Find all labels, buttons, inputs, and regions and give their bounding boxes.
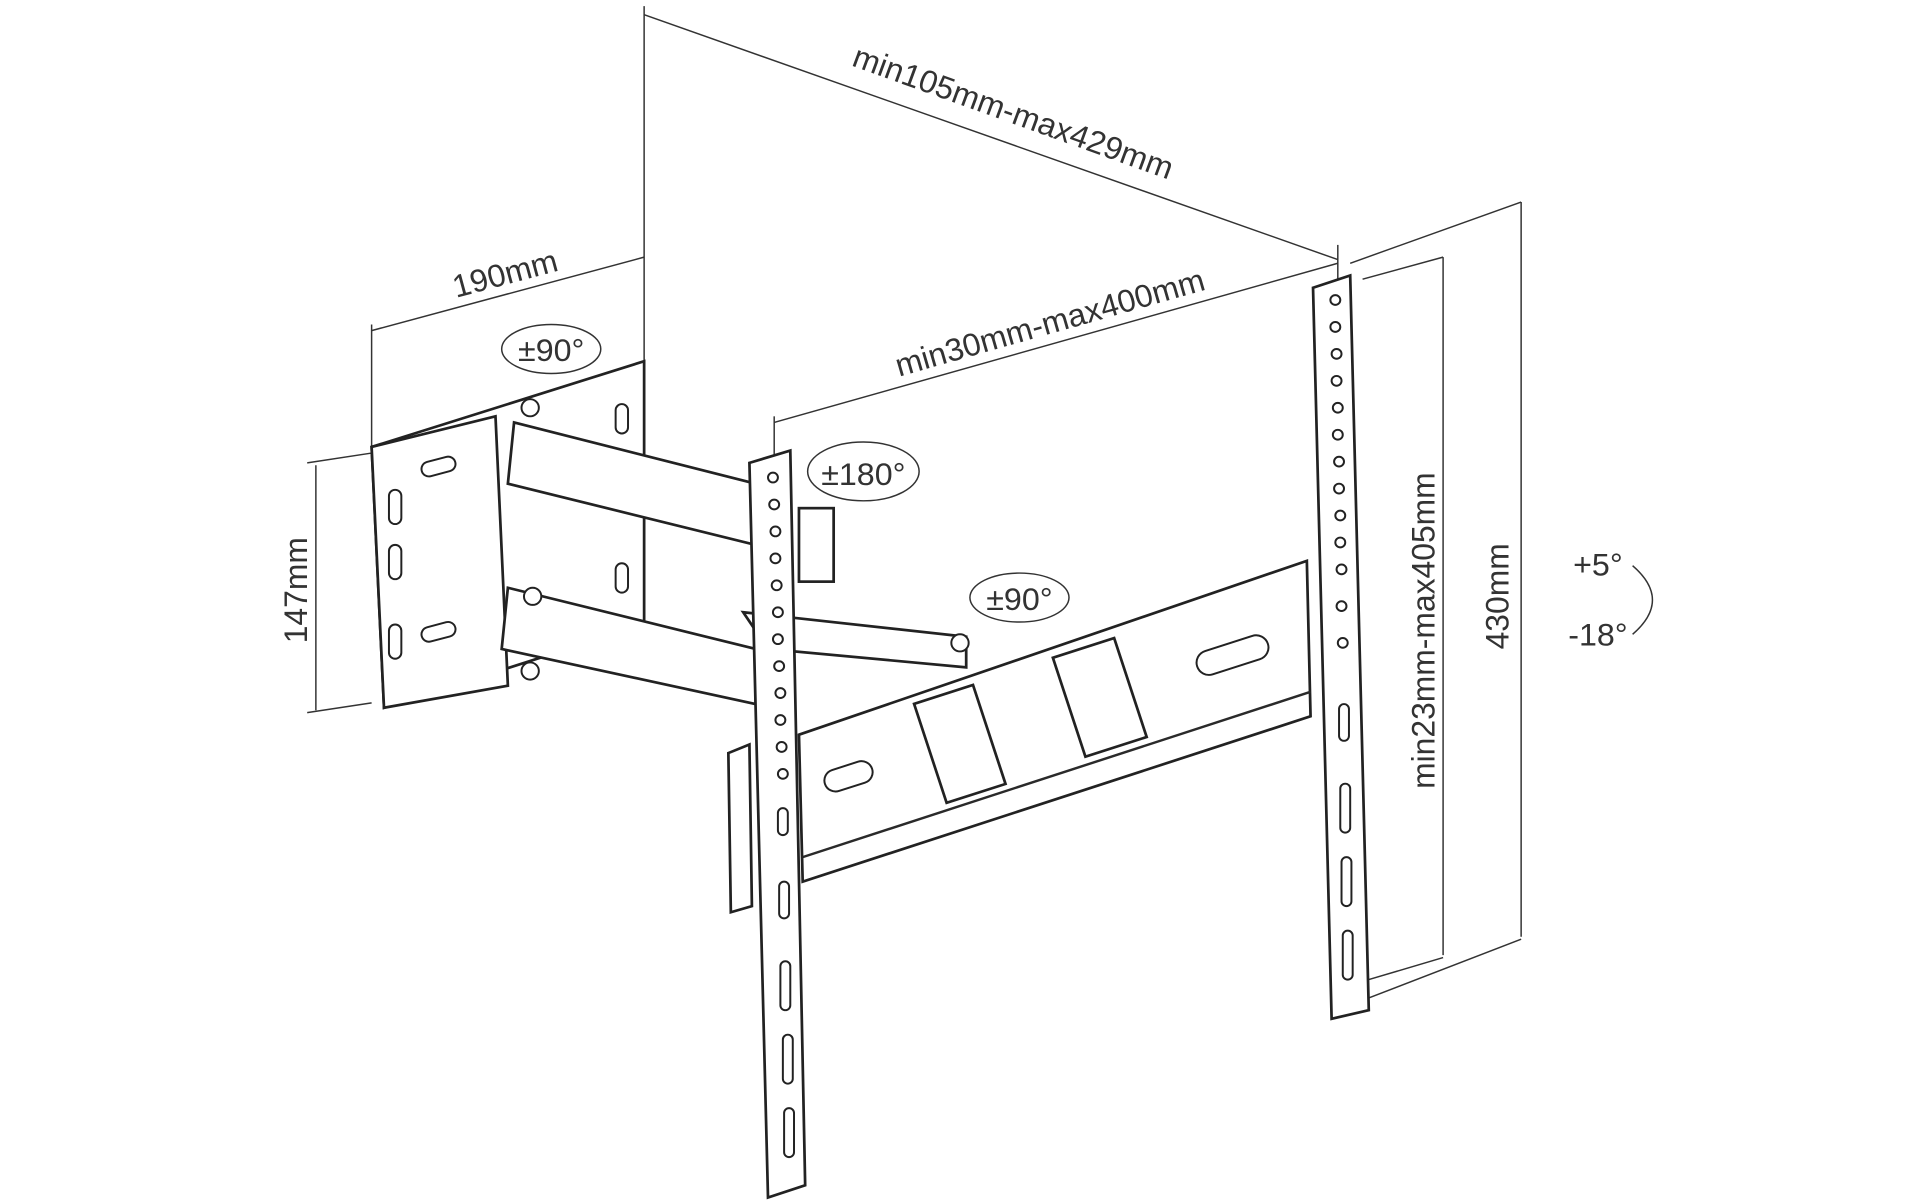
left-vertical-rail	[726, 448, 807, 1200]
horizontal-spacing-label: min30mm-max400mm	[891, 262, 1209, 384]
arm-swivel-label: ±180°	[821, 456, 905, 492]
vertical-spacing-label: min23mm-max405mm	[1405, 472, 1441, 789]
arm-extension-label: min105mm-max429mm	[848, 38, 1178, 186]
tilt-down-label: -18°	[1568, 616, 1627, 652]
tilt-up-label: +5°	[1573, 547, 1623, 583]
bracket-height-label: 430mm	[1480, 543, 1516, 649]
rotation-arcs	[500, 323, 1654, 635]
wall-swivel-label: ±90°	[518, 332, 584, 368]
horizontal-bar	[797, 558, 1312, 884]
wall-plate-height-label: 147mm	[278, 537, 314, 643]
dimension-lines	[307, 6, 1522, 999]
head-swivel-label: ±90°	[986, 581, 1052, 617]
swing-arms	[500, 398, 970, 706]
right-vertical-rail	[1311, 273, 1371, 1021]
